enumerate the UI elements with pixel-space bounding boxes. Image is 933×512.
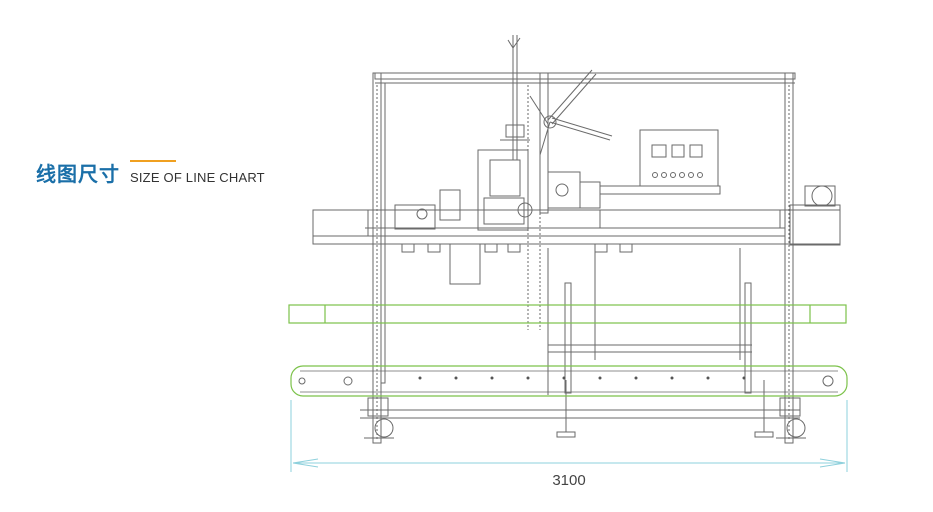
right-column xyxy=(784,72,794,444)
support-frame xyxy=(547,248,752,395)
upper-conveyor xyxy=(288,304,847,324)
deck-rollers xyxy=(401,243,633,253)
base-rail xyxy=(360,409,800,419)
right-caster xyxy=(776,397,806,439)
dimension-label: 3100 xyxy=(552,472,585,489)
control-box xyxy=(599,129,721,195)
sensor-mast xyxy=(500,35,530,160)
dimension-line xyxy=(290,400,848,472)
heading-title-en: SIZE OF LINE CHART xyxy=(130,170,265,185)
left-caster xyxy=(364,397,394,439)
left-column xyxy=(372,72,386,444)
lower-conveyor xyxy=(290,365,848,397)
heading-subtitle-group: SIZE OF LINE CHART xyxy=(130,160,265,187)
center-column xyxy=(527,85,541,330)
heading-accent-rule xyxy=(130,160,176,162)
heading-title-cn: 线图尺寸 xyxy=(36,162,120,186)
section-heading: 线图尺寸 SIZE OF LINE CHART xyxy=(36,158,265,187)
top-frame xyxy=(374,72,796,214)
central-mechanism xyxy=(394,149,601,231)
main-deck xyxy=(312,185,841,285)
leveling-feet xyxy=(556,380,774,438)
flap-arms xyxy=(529,69,613,156)
